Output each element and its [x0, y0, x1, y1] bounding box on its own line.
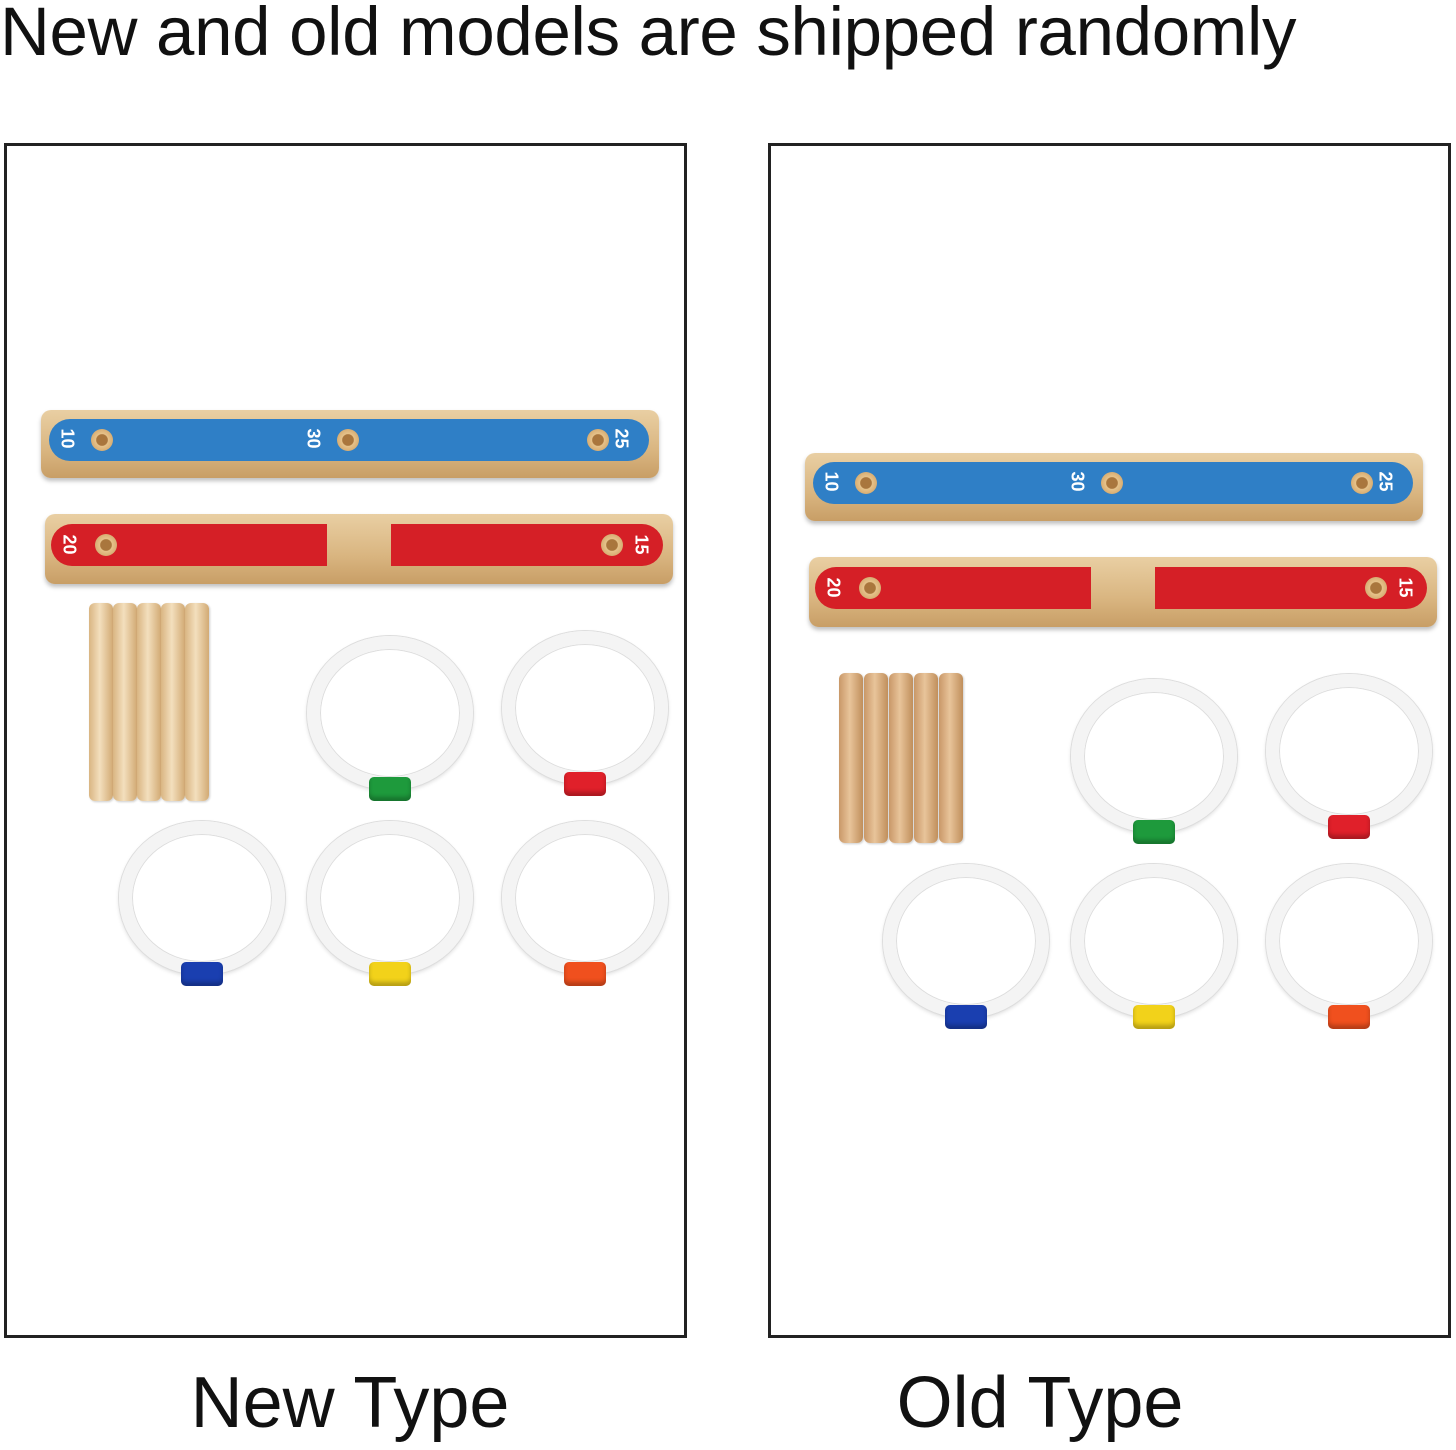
throwing-ring: [502, 631, 668, 796]
peg-hole: [91, 429, 113, 451]
peg-hole: [859, 577, 881, 599]
peg-hole: [95, 534, 117, 556]
peg-hole: [855, 472, 877, 494]
score-number: 25: [1375, 471, 1396, 492]
wooden-peg: [889, 673, 913, 843]
wooden-peg: [137, 603, 161, 801]
ring-bead: [1328, 1005, 1370, 1029]
wooden-peg: [839, 673, 863, 843]
score-number: 20: [59, 534, 80, 555]
score-number: 15: [631, 534, 652, 555]
throwing-ring: [307, 821, 473, 986]
throwing-ring: [119, 821, 285, 986]
ring-bead: [564, 772, 606, 796]
score-number: 25: [611, 428, 632, 449]
wooden-peg: [864, 673, 888, 843]
throwing-ring: [1266, 674, 1432, 839]
wooden-peg: [161, 603, 185, 801]
ring-bead: [369, 962, 411, 986]
throwing-ring: [1071, 864, 1237, 1029]
peg-hole: [337, 429, 359, 451]
throwing-ring: [883, 864, 1049, 1029]
ring-bead: [181, 962, 223, 986]
throwing-ring: [1071, 679, 1237, 844]
wooden-peg: [939, 673, 963, 843]
ring-bead: [369, 777, 411, 801]
peg-hole: [601, 534, 623, 556]
old-type-caption: Old Type: [896, 1363, 1184, 1443]
ring-bead: [1133, 1005, 1175, 1029]
score-number: 20: [823, 577, 844, 598]
throwing-ring: [502, 821, 668, 986]
peg-hole: [1365, 577, 1387, 599]
score-number: 15: [1395, 577, 1416, 598]
score-number: 30: [303, 428, 324, 449]
ring-bead: [1328, 815, 1370, 839]
blue-score-bar: 10 30 25: [41, 410, 659, 478]
wooden-peg: [914, 673, 938, 843]
throwing-ring: [1266, 864, 1432, 1029]
peg-hole: [1101, 472, 1123, 494]
red-strip-left: [51, 524, 327, 566]
score-number: 30: [1067, 471, 1088, 492]
blue-score-bar: 10 30 25: [805, 453, 1423, 521]
peg-hole: [587, 429, 609, 451]
wooden-peg: [185, 603, 209, 801]
wooden-peg: [89, 603, 113, 801]
wooden-peg: [113, 603, 137, 801]
score-number: 10: [821, 471, 842, 492]
ring-bead: [945, 1005, 987, 1029]
peg-hole: [1351, 472, 1373, 494]
page-title: New and old models are shipped randomly: [0, 0, 1297, 70]
ring-bead: [564, 962, 606, 986]
new-type-caption: New Type: [190, 1363, 510, 1443]
ring-bead: [1133, 820, 1175, 844]
throwing-ring: [307, 636, 473, 801]
score-number: 10: [57, 428, 78, 449]
red-strip-left: [815, 567, 1091, 609]
